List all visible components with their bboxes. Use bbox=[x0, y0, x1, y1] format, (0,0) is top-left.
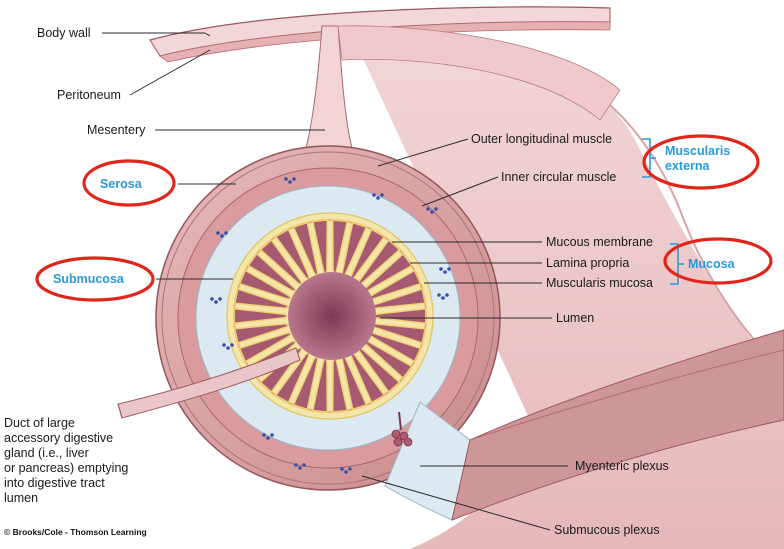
label-serosa: Serosa bbox=[100, 177, 143, 191]
illustration bbox=[117, 6, 784, 549]
svg-text:or pancreas) emptying: or pancreas) emptying bbox=[4, 461, 128, 475]
plexus-dot bbox=[344, 470, 348, 474]
layer-group-labels: Muscularis externa Mucosa Serosa Submuco… bbox=[53, 138, 736, 286]
svg-text:gland (i.e., liver: gland (i.e., liver bbox=[4, 446, 89, 460]
plexus-dot bbox=[434, 207, 438, 211]
label-mesentery: Mesentery bbox=[87, 123, 146, 137]
villus bbox=[238, 332, 292, 363]
plexus-dot bbox=[426, 207, 430, 211]
svg-text:Duct of large: Duct of large bbox=[4, 416, 75, 430]
submucosa-highlight-oval bbox=[35, 256, 155, 302]
label-lumen: Lumen bbox=[556, 311, 594, 325]
labels: Body wall Peritoneum Mesentery Outer lon… bbox=[4, 26, 669, 537]
plexus-dot bbox=[262, 433, 266, 437]
villus bbox=[234, 288, 289, 309]
plexus-dot bbox=[447, 267, 451, 271]
svg-text:into digestive tract: into digestive tract bbox=[4, 476, 105, 490]
label-myenteric-plexus: Myenteric plexus bbox=[575, 459, 669, 473]
label-outer-longitudinal-muscle: Outer longitudinal muscle bbox=[471, 132, 612, 146]
villi bbox=[233, 219, 427, 413]
label-peritoneum: Peritoneum bbox=[57, 88, 121, 102]
label-muscularis-externa-line1: Muscularis bbox=[665, 144, 730, 158]
label-mucosa: Mucosa bbox=[688, 257, 736, 271]
label-submucous-plexus: Submucous plexus bbox=[554, 523, 660, 537]
label-lamina-propria: Lamina propria bbox=[546, 256, 629, 270]
highlight-ovals bbox=[35, 134, 773, 302]
label-muscularis-externa-line2: externa bbox=[665, 159, 711, 173]
villus bbox=[274, 228, 310, 280]
plexus-dot bbox=[441, 296, 445, 300]
plexus-dot bbox=[348, 467, 352, 471]
plexus-dot bbox=[439, 267, 443, 271]
plexus-dot bbox=[340, 467, 344, 471]
plexus-dot bbox=[224, 231, 228, 235]
plexus-dot bbox=[430, 210, 434, 214]
plexus-dot bbox=[298, 466, 302, 470]
copyright-notice: © Brooks/Cole - Thomson Learning bbox=[4, 527, 147, 537]
label-duct: Duct of large accessory digestive gland … bbox=[4, 416, 128, 505]
plexus-dot bbox=[266, 436, 270, 440]
plexus-dot bbox=[218, 297, 222, 301]
mucosal-gland bbox=[391, 411, 413, 447]
label-body-wall: Body wall bbox=[37, 26, 91, 40]
villus bbox=[233, 308, 288, 324]
muscularis-externa-highlight-oval bbox=[642, 134, 760, 190]
plexus-dot bbox=[380, 193, 384, 197]
svg-text:accessory digestive: accessory digestive bbox=[4, 431, 113, 445]
villus bbox=[259, 239, 303, 285]
label-muscularis-mucosa: Muscularis mucosa bbox=[546, 276, 653, 290]
villus bbox=[274, 352, 310, 404]
plexus-dot bbox=[210, 297, 214, 301]
plexus-dot bbox=[445, 293, 449, 297]
plexus-dot bbox=[222, 343, 226, 347]
plexus-dot bbox=[292, 177, 296, 181]
plexus-dot bbox=[270, 433, 274, 437]
villus bbox=[247, 252, 297, 292]
mucosa-highlight-oval bbox=[663, 237, 773, 285]
plexus-dot bbox=[288, 180, 292, 184]
serosa-highlight-oval bbox=[82, 159, 176, 207]
plexus-dot bbox=[214, 300, 218, 304]
villus bbox=[238, 269, 292, 300]
plexus-dot bbox=[284, 177, 288, 181]
plexus-dot bbox=[437, 293, 441, 297]
label-mucous-membrane: Mucous membrane bbox=[546, 235, 653, 249]
plexus-dot bbox=[443, 270, 447, 274]
leader-lines bbox=[102, 32, 568, 531]
plexus-dot bbox=[302, 463, 306, 467]
plexus-dot bbox=[226, 346, 230, 350]
plexus-dot bbox=[230, 343, 234, 347]
mucosa-bracket bbox=[670, 243, 684, 285]
plexus-dot bbox=[372, 193, 376, 197]
label-submucosa: Submucosa bbox=[53, 272, 125, 286]
accessory-gland-duct bbox=[117, 347, 301, 419]
plexus-dot bbox=[294, 463, 298, 467]
villus bbox=[234, 323, 289, 344]
muscularis-externa-bracket bbox=[642, 138, 656, 178]
svg-text:lumen: lumen bbox=[4, 491, 38, 505]
label-inner-circular-muscle: Inner circular muscle bbox=[501, 170, 616, 184]
plexus-dot bbox=[376, 196, 380, 200]
lumen-space bbox=[288, 272, 376, 360]
plexus-dot bbox=[220, 234, 224, 238]
plexus-dot bbox=[216, 231, 220, 235]
